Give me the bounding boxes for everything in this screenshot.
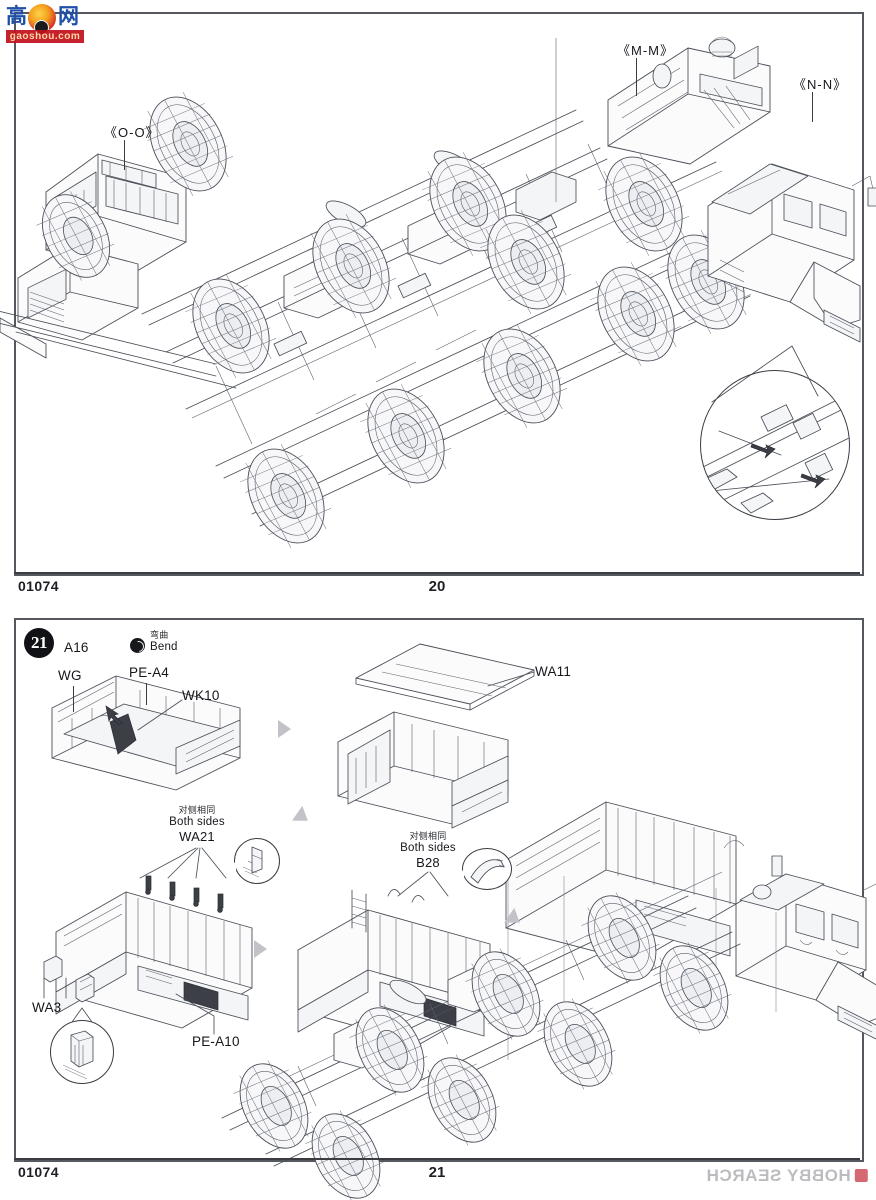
wa3-detail-magnifier [50, 1020, 114, 1084]
bend-circle-icon [130, 638, 145, 653]
page-21-kit-code: 01074 [18, 1164, 59, 1180]
section-label-m-m: 《M-M》 [617, 43, 674, 58]
page-21-line-art [43, 643, 876, 1200]
logo-domain: gaoshou.com [6, 30, 84, 43]
wa3-detail-art [62, 1030, 94, 1080]
bend-note: 弯曲 Bend [150, 631, 178, 654]
leader-fan-b28 [397, 871, 449, 897]
wa21-detail-art [242, 846, 263, 878]
page-20-frame: 《O-O》 《M-M》 《N-N》 [0, 12, 876, 576]
wa3-magnifier-pointer [71, 1007, 93, 1023]
both-sides-b28-en: Both sides [400, 842, 456, 854]
leader-wk10 [137, 699, 183, 731]
driveshaft-detail-magnifier [700, 370, 850, 520]
bend-note-en: Bend [150, 641, 178, 653]
retail-watermark-text: HOBBY SEARCH [706, 1166, 851, 1185]
both-sides-note-b28: 对侧相同 Both sides B28 [388, 832, 468, 870]
part-label-wk10: WK10 [182, 688, 220, 703]
publisher-logo: 高 网 gaoshou.com [6, 4, 84, 48]
both-sides-b28-cjk: 对侧相同 [409, 832, 447, 842]
part-label-wa3: WA3 [32, 1000, 62, 1015]
driveshaft-detail-art [701, 394, 849, 514]
leader-n-n [812, 92, 813, 122]
logo-char-1: 高 [6, 4, 27, 28]
part-label-b28: B28 [416, 855, 440, 870]
part-label-wg: WG [58, 668, 82, 683]
leader-wa3 [43, 977, 67, 999]
b28-detail-art [470, 858, 506, 884]
page-21-number: 21 [428, 1164, 446, 1181]
part-label-wa21: WA21 [179, 829, 215, 844]
page-20-number: 20 [428, 578, 446, 595]
leader-wg [73, 686, 74, 712]
leader-pe-a10 [175, 993, 215, 1035]
both-sides-wa21-en: Both sides [169, 816, 225, 828]
section-label-n-n: 《N-N》 [793, 77, 848, 92]
both-sides-note-wa21: 对侧相同 Both sides WA21 [154, 806, 240, 844]
leader-fan-wa21 [139, 847, 227, 879]
part-label-a16: A16 [64, 640, 89, 655]
process-arrow-3 [254, 940, 267, 958]
detail-pointer-lines [711, 345, 819, 403]
logo-char-3: 网 [58, 4, 79, 28]
page-21-frame: 21 [14, 618, 876, 1200]
b28-detail-bubble [451, 848, 512, 890]
bend-note-cjk: 弯曲 [150, 631, 169, 641]
part-label-wa11: WA11 [535, 664, 572, 679]
page-20-kit-code: 01074 [18, 578, 59, 594]
wa21-detail-bubble [223, 838, 280, 884]
leader-o-o [124, 140, 125, 170]
retail-watermark: HOBBY SEARCH [706, 1166, 868, 1186]
page-20-footer: 01074 20 [14, 572, 860, 602]
both-sides-wa21-cjk: 对侧相同 [178, 806, 216, 816]
section-label-o-o: 《O-O》 [104, 125, 160, 140]
leader-wa11 [487, 671, 535, 687]
step-number-badge: 21 [24, 628, 54, 658]
part-label-pe-a10: PE-A10 [192, 1034, 240, 1049]
flame-ball-icon [28, 4, 56, 35]
leader-m-m [636, 58, 637, 96]
leader-pe-a4 [146, 683, 147, 705]
hs-square-icon [855, 1169, 868, 1182]
process-arrow-1 [278, 720, 291, 738]
page-21-footer: 01074 21 [14, 1158, 860, 1188]
part-label-pe-a4: PE-A4 [129, 665, 170, 680]
page-20-line-art [0, 36, 876, 557]
